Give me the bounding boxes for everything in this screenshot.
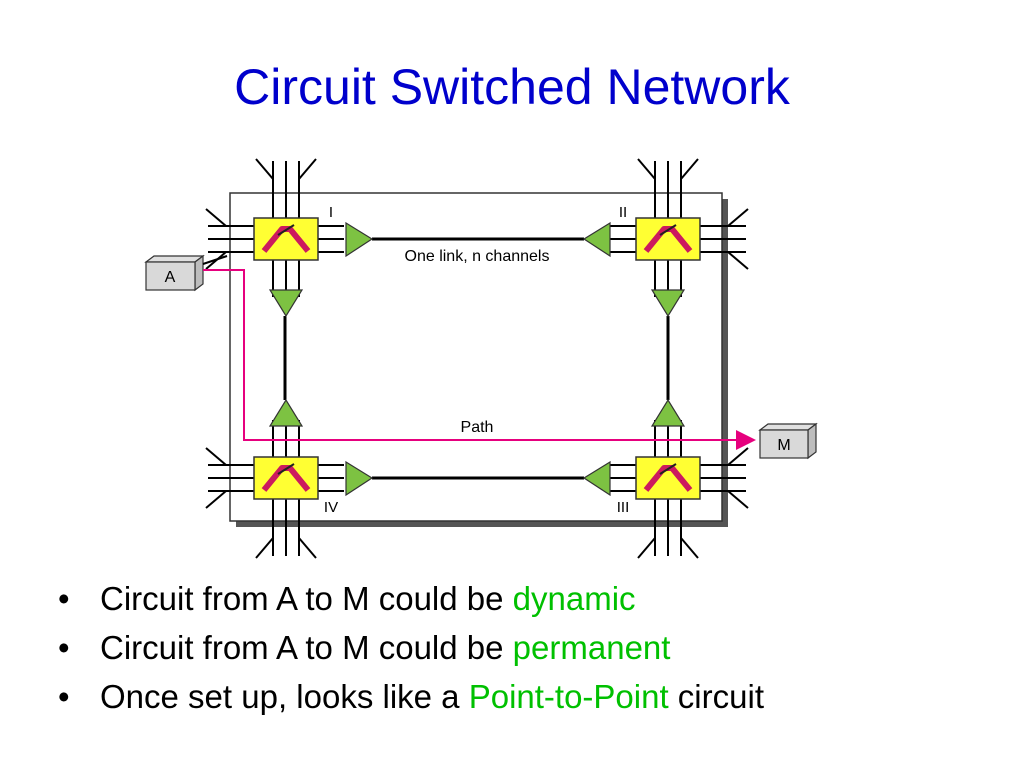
endpoint-m-label: M [777, 437, 790, 454]
external-line [727, 490, 749, 509]
switch-box [253, 456, 319, 500]
external-line [727, 251, 749, 270]
external-line [637, 537, 656, 559]
highlight-point-to-point: Point-to-Point [468, 678, 669, 715]
arrow-right-bottom-icon [345, 460, 374, 497]
switch-contact-icon [659, 463, 677, 475]
external-line [205, 490, 227, 509]
switch-contact-icon [277, 224, 295, 236]
highlight-dynamic: dynamic [512, 580, 636, 617]
switch-i [253, 217, 319, 261]
external-line [680, 537, 699, 559]
switch-iii [635, 456, 701, 500]
external-line [298, 537, 317, 559]
bullet-item: •Circuit from A to M could be dynamic [58, 580, 636, 617]
arrow-up-right-icon [650, 398, 686, 427]
switch-contact-icon [659, 224, 677, 236]
circuit-path [203, 269, 756, 450]
external-line [255, 537, 274, 559]
arrow-left-bottom-icon [582, 460, 611, 497]
switch-box [635, 217, 701, 261]
arrow-right-top-icon [345, 221, 374, 258]
bullet-list: •Circuit from A to M could be dynamic •C… [58, 574, 764, 721]
external-line [205, 208, 227, 227]
channel-arrows [268, 221, 686, 497]
external-line [727, 447, 749, 466]
external-line [727, 208, 749, 227]
external-lines [205, 158, 749, 559]
bullet-item: •Once set up, looks like a Point-to-Poin… [58, 678, 764, 715]
external-line [205, 447, 227, 466]
bullet-item: •Circuit from A to M could be permanent [58, 629, 671, 666]
highlight-permanent: permanent [512, 629, 671, 666]
switch-label-ii: II [619, 204, 627, 221]
external-line [637, 158, 656, 180]
switch-label-i: I [329, 204, 333, 221]
switches [253, 217, 701, 500]
endpoint-a-lead [202, 255, 228, 265]
circuit-network-diagram: I II IV III One link, n channels Path A … [144, 158, 818, 559]
switch-ii [635, 217, 701, 261]
endpoint-a-label: A [165, 269, 176, 286]
endpoint-m: M [758, 422, 818, 460]
switch-label-iv: IV [324, 499, 338, 516]
arrow-up-left-icon [268, 398, 304, 427]
external-line [680, 158, 699, 180]
arrow-down-left-icon [268, 289, 304, 318]
switch-contact-icon [277, 463, 295, 475]
switch-box [253, 217, 319, 261]
switch-label-iii: III [617, 499, 630, 516]
arrow-left-top-icon [582, 221, 611, 258]
switch-iv [253, 456, 319, 500]
endpoint-a: A [144, 254, 205, 292]
external-line [255, 158, 274, 180]
slide-title: Circuit Switched Network [234, 59, 790, 115]
switch-box [635, 456, 701, 500]
link-label: One link, n channels [405, 248, 550, 265]
path-label: Path [461, 419, 494, 436]
external-line [298, 158, 317, 180]
arrow-down-right-icon [650, 289, 686, 318]
inter-switch-links [283, 237, 670, 480]
